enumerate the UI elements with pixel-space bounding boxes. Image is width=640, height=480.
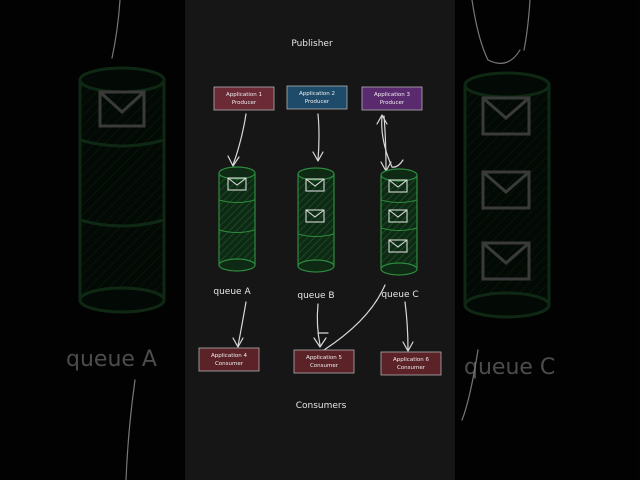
- consumer-5-role: Consumer: [310, 363, 339, 369]
- publisher-title: Publisher: [291, 39, 333, 49]
- blurred-queue-a-label: queue A: [66, 347, 157, 372]
- arrow-queue-c-to-app6: [404, 301, 409, 351]
- message-envelope-icon: [305, 178, 325, 192]
- message-envelope-icon: [227, 177, 247, 191]
- queue-c-label: queue C: [381, 290, 418, 300]
- message-envelope-icon: [388, 239, 408, 253]
- arrow-p2-to-queue-b: [317, 113, 320, 161]
- producer-3-role: Producer: [380, 100, 405, 106]
- consumer-application-6[interactable]: Application 6 Consumer: [380, 351, 442, 376]
- blurred-queue-right: [463, 71, 551, 319]
- producer-1-name: Application 1: [226, 92, 262, 98]
- arrow-queue-c-to-app5: [323, 284, 386, 351]
- producer-application-3[interactable]: Application 3 Producer: [361, 86, 423, 111]
- message-envelope-icon: [388, 179, 408, 193]
- consumer-4-name: Application 4: [211, 353, 247, 359]
- producer-application-2[interactable]: Application 2 Producer: [286, 85, 348, 110]
- consumer-4-role: Consumer: [215, 361, 244, 367]
- arrow-queue-a-to-app4: [237, 301, 247, 347]
- consumer-application-5[interactable]: Application 5 Consumer: [293, 349, 355, 374]
- blurred-queue-c-label: queue C: [464, 355, 555, 380]
- consumer-application-4[interactable]: Application 4 Consumer: [198, 347, 260, 372]
- producer-arrows: [227, 113, 404, 172]
- blurred-queue-left: [78, 66, 166, 314]
- consumers-footer: Consumers: [296, 401, 347, 411]
- queue-c[interactable]: [380, 168, 418, 276]
- producer-2-role: Producer: [305, 99, 330, 105]
- background-blur-left: queue A: [0, 0, 185, 480]
- message-envelope-icon: [388, 209, 408, 223]
- producer-3-name: Application 3: [374, 92, 410, 98]
- queue-a[interactable]: [218, 166, 256, 272]
- producer-application-1[interactable]: Application 1 Producer: [213, 86, 275, 111]
- arrow-p1-to-queue-a: [232, 113, 247, 166]
- consumer-5-name: Application 5: [306, 355, 342, 361]
- queue-a-label: queue A: [213, 287, 251, 297]
- producer-1-role: Producer: [232, 100, 257, 106]
- arrow-queue-c-to-p3: [381, 115, 393, 168]
- consumer-6-name: Application 6: [393, 357, 429, 363]
- producer-2-name: Application 2: [299, 91, 335, 97]
- arrow-queue-b-to-app5: [316, 303, 321, 346]
- queue-b[interactable]: [297, 167, 335, 273]
- consumer-arrows: [232, 284, 414, 352]
- background-blur-right: queue C: [455, 0, 640, 480]
- consumer-6-role: Consumer: [397, 365, 426, 371]
- message-envelope-icon: [305, 209, 325, 223]
- queue-b-label: queue B: [297, 291, 334, 301]
